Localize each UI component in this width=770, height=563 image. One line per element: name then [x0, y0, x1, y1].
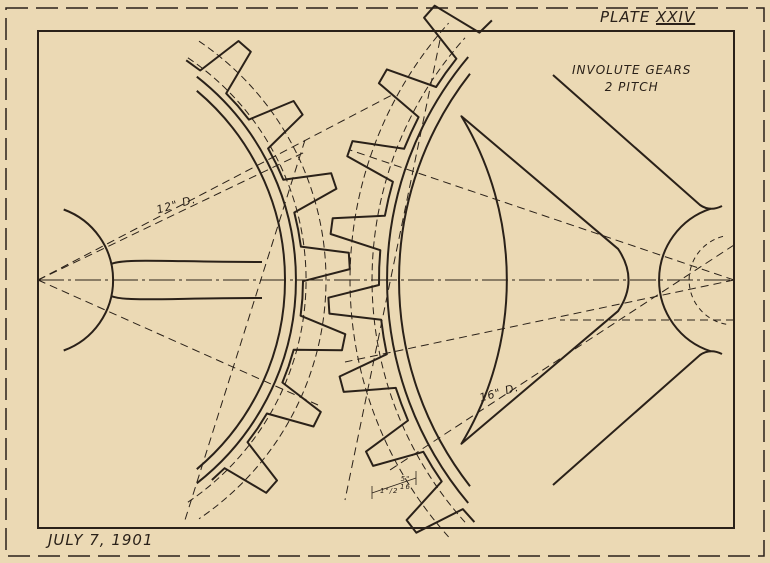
- large-gear-rim-inner: [398, 73, 471, 487]
- construction-line-small-upper: [37, 151, 306, 281]
- drawing-title-line1: INVOLUTE GEARS: [572, 63, 692, 77]
- construction-line-large-diameter: [389, 244, 735, 471]
- construction-lines: [37, 39, 735, 521]
- large-gear-pitch-circle: [349, 22, 449, 538]
- large-gear-window: [460, 115, 630, 445]
- large-gear: [327, 4, 727, 538]
- construction-line-tooth-b: [344, 39, 441, 501]
- large-gear-root-circle: [371, 37, 466, 523]
- dimension-label-b: 5" 16: [400, 475, 411, 491]
- small-gear-hub: [63, 208, 115, 352]
- drawing-title-line2: 2 PITCH: [604, 80, 659, 94]
- small-gear-spoke-bottom: [110, 295, 263, 301]
- small-gear-root-circle: [187, 57, 307, 503]
- small-gear-pitch-circle: [198, 40, 327, 520]
- large-gear-web-bottom: [552, 350, 723, 486]
- plate-title: PLATE XXIV: [600, 8, 696, 26]
- large-gear-web-top: [552, 74, 723, 210]
- small-gear-rim-outer: [196, 75, 297, 485]
- large-gear-hub: [658, 207, 712, 353]
- drawing-title: INVOLUTE GEARS 2 PITCH: [572, 62, 691, 96]
- large-gear-hub-hidden: [688, 235, 727, 325]
- dimension-label-a: 1"/2: [380, 487, 399, 495]
- small-gear-teeth: [185, 40, 351, 494]
- drawing-date: JULY 7, 1901: [48, 531, 154, 549]
- large-gear-teeth: [327, 4, 493, 534]
- construction-line-small-diameter: [37, 94, 393, 281]
- small-gear-rim-inner: [196, 90, 286, 470]
- construction-line-large-lower: [344, 279, 735, 363]
- large-gear-rim-outer: [386, 56, 469, 504]
- outer-dashed-border: [5, 7, 765, 557]
- small-gear: [63, 40, 351, 520]
- dimension-marks: [371, 471, 417, 499]
- construction-line-large-upper: [349, 149, 735, 281]
- small-gear-spoke-top: [110, 259, 263, 265]
